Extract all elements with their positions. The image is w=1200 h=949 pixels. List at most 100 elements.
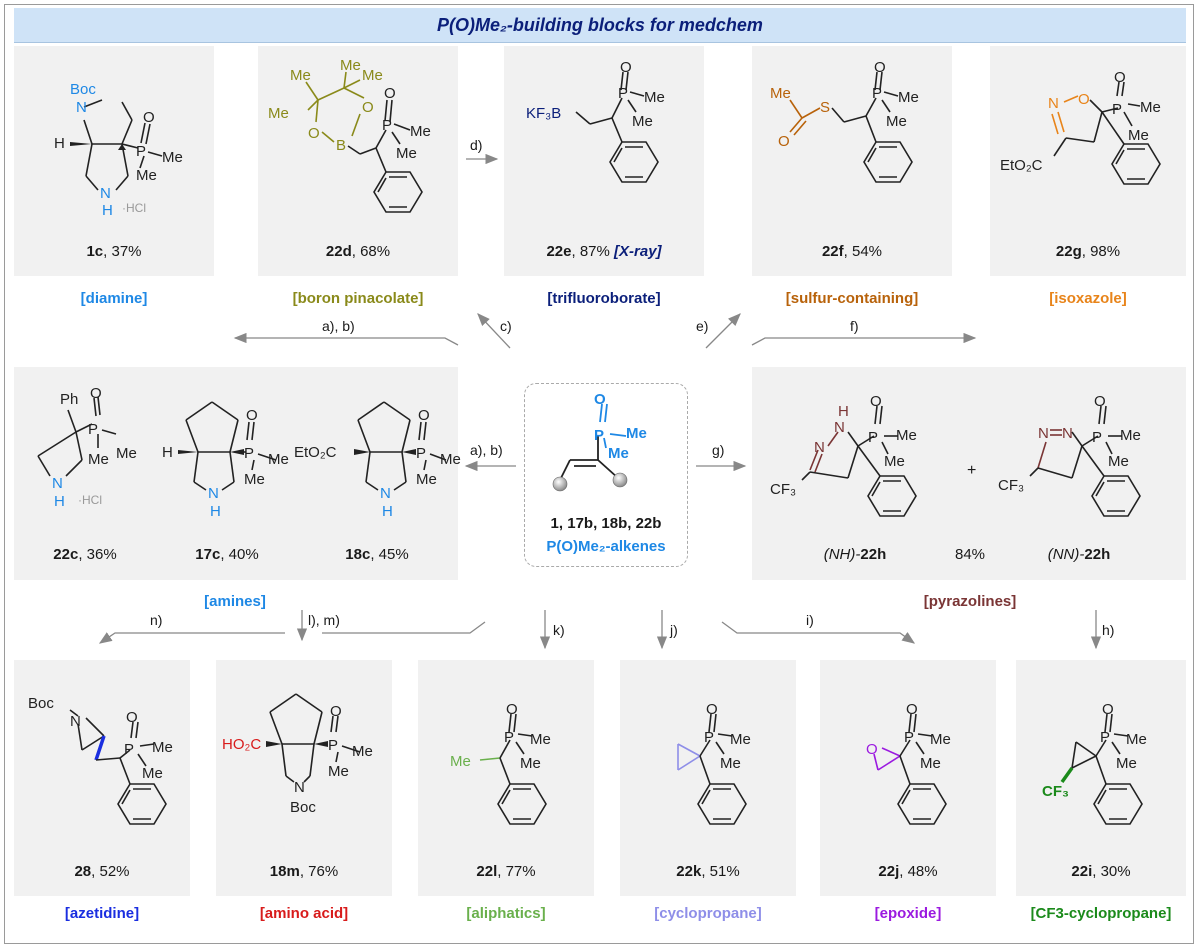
atom-me: Me	[268, 105, 289, 122]
caption-22f: 22f, 54%	[752, 243, 952, 260]
compound-label: 18c	[345, 546, 371, 563]
atom-o: O	[1114, 69, 1126, 86]
panel-22e	[504, 46, 704, 276]
atom-me: Me	[396, 145, 417, 162]
atom-p: P	[704, 729, 714, 746]
atom-n: N	[100, 185, 111, 202]
reagent-i: i)	[806, 612, 814, 628]
class-isoxazole: [isoxazole]	[1049, 290, 1127, 307]
structure-18c: EtO₂C P O Me Me N H	[294, 401, 461, 520]
atom-h: H	[382, 503, 393, 520]
arrow-e	[705, 313, 741, 349]
reagent-c: c)	[500, 318, 512, 334]
atom-ho2c: HO₂C	[222, 736, 261, 753]
plus-sign: +	[967, 462, 977, 479]
atom-boc: Boc	[290, 799, 316, 816]
atom-me: Me	[1140, 99, 1161, 116]
structure-22f: Me O S P O Me Me	[770, 59, 919, 183]
panel-28	[14, 660, 190, 896]
compound-label: 28	[74, 863, 92, 880]
compound-label: 22d	[325, 243, 352, 260]
arrow-f	[751, 332, 977, 346]
atom-o: O	[620, 59, 632, 76]
atom-n: N	[52, 475, 63, 492]
atom-me: Me	[632, 113, 653, 130]
xray-note: [X-ray]	[614, 243, 662, 260]
compound-label: 22h	[1084, 546, 1111, 563]
atom-n: N	[814, 439, 825, 456]
atom-o: O	[506, 701, 518, 718]
atom-o: O	[874, 59, 886, 76]
reagent-d: d)	[470, 137, 483, 153]
atom-o: O	[418, 407, 430, 424]
caption-22d: 22d, 68%	[258, 243, 458, 260]
atom-me: Me	[88, 451, 109, 468]
reagent-n: n)	[150, 612, 163, 628]
atom-o: O	[362, 99, 374, 116]
atom-me: Me	[152, 739, 173, 756]
atom-n: N	[76, 99, 87, 116]
atom-me: Me	[352, 743, 373, 760]
compound-label: 22g	[1055, 243, 1082, 260]
atom-p: P	[1112, 101, 1122, 118]
compound-yield: , 76%	[299, 863, 339, 880]
arrow-lm-branch	[322, 621, 486, 634]
atom-p: P	[872, 85, 882, 102]
atom-me: Me	[410, 123, 431, 140]
arrow-ab-top	[233, 332, 459, 346]
compound-label: 22i	[1071, 863, 1093, 880]
atom-s: S	[820, 99, 830, 116]
class-trifluoroborate: [trifluoroborate]	[547, 290, 661, 307]
salt-hcl: ·HCl	[122, 201, 146, 215]
compound-yield: , 77%	[497, 863, 536, 880]
atom-o: O	[870, 393, 882, 410]
atom-eto2c: EtO₂C	[1000, 157, 1043, 174]
figure-frame	[4, 4, 1194, 944]
atom-h: H	[162, 444, 173, 461]
atom-n: N	[1062, 425, 1073, 442]
atom-p: P	[504, 729, 514, 746]
caption-22g: 22g, 98%	[990, 243, 1186, 260]
atom-p: P	[1100, 729, 1110, 746]
reagent-f: f)	[850, 318, 859, 334]
panel-22g	[990, 46, 1186, 276]
atom-me: Me	[162, 149, 183, 166]
atom-me: Me	[608, 445, 629, 462]
caption-22c: 22c, 36%	[30, 546, 140, 563]
compound-yield: , 37%	[103, 243, 142, 260]
atom-n: N	[1038, 425, 1049, 442]
structure-nh-22h: H N N P O Me Me CF₃	[770, 393, 917, 517]
structure-22i: CF₃ P O Me Me	[1042, 701, 1147, 825]
atom-me: Me	[1126, 731, 1147, 748]
caption-22e: 22e, 87% [X-ray]	[504, 243, 704, 260]
reagent-lm: l), m)	[308, 612, 340, 628]
compound-label: 17c	[195, 546, 221, 563]
atom-me: Me	[644, 89, 665, 106]
atom-me: Me	[116, 445, 137, 462]
reagent-ab-mid: a), b)	[470, 442, 503, 458]
atom-o: O	[906, 701, 918, 718]
atom-me: Me	[626, 425, 647, 442]
atom-eto2c: EtO₂C	[294, 444, 337, 461]
panel-22f	[752, 46, 952, 276]
caption-22j: 22j, 48%	[820, 863, 996, 880]
atom-me: Me	[730, 731, 751, 748]
atom-kf3b: KF₃B	[526, 105, 561, 122]
atom-n: N	[1048, 95, 1059, 112]
atom-cf3: CF₃	[770, 481, 796, 498]
compound-yield: , 45%	[370, 546, 409, 563]
atom-o: O	[1094, 393, 1106, 410]
caption-center-name: P(O)Me₂-alkenes	[546, 538, 666, 555]
class-azetidine: [azetidine]	[64, 905, 140, 922]
atom-p: P	[594, 427, 604, 444]
atom-me: Me	[930, 731, 951, 748]
atom-me: Me	[884, 453, 905, 470]
compound-label: 22l	[476, 863, 498, 880]
atom-me: Me	[898, 89, 919, 106]
caption-28: 28, 52%	[14, 863, 190, 880]
structure-alkene: O P Me Me	[552, 391, 647, 492]
atom-me: Me	[520, 755, 541, 772]
structure-22k: P O Me Me	[677, 701, 751, 825]
structure-22j: O P O Me Me	[866, 701, 951, 825]
atom-me: Me	[1120, 427, 1141, 444]
